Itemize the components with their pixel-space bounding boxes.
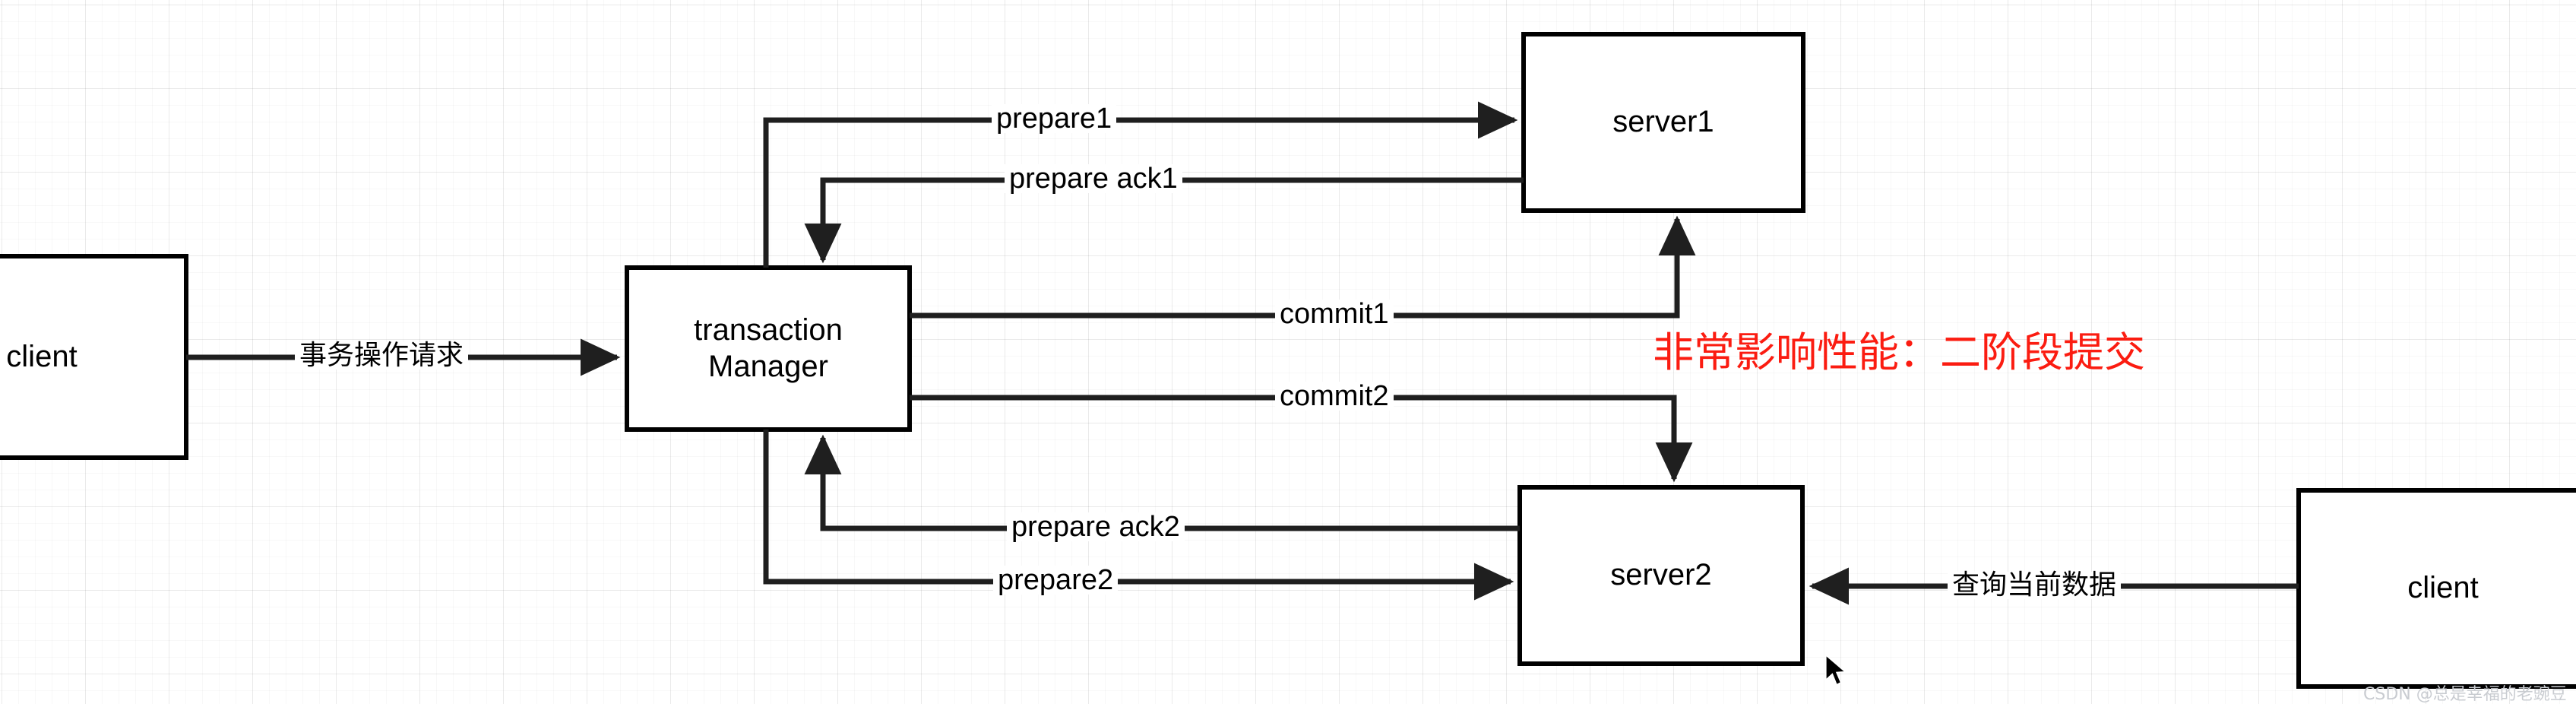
edge-label-prepare-ack1: prepare ack1 (1005, 164, 1182, 193)
edge-label-commit2: commit2 (1275, 382, 1394, 411)
edge-label-prepare-ack2: prepare ack2 (1007, 512, 1185, 541)
edge-commit1[interactable] (910, 215, 1696, 319)
edge-label-query-current-data: 查询当前数据 (1948, 572, 2122, 599)
edge-label-prepare2: prepare2 (993, 566, 1119, 595)
node-transaction-manager[interactable] (625, 265, 912, 432)
edge-prepare2[interactable] (763, 430, 1514, 601)
edge-prepare1[interactable] (763, 101, 1518, 268)
edge-prepare-ack2[interactable] (804, 434, 1520, 531)
node-server2[interactable] (1517, 485, 1805, 666)
edge-commit2[interactable] (910, 395, 1693, 483)
node-client-left[interactable] (0, 254, 188, 460)
node-server1[interactable] (1521, 32, 1805, 213)
edge-prepare-ack1[interactable] (804, 177, 1524, 264)
edge-label-transaction-request: 事务操作请求 (295, 342, 469, 369)
node-client-right[interactable] (2296, 488, 2576, 689)
edge-label-prepare1: prepare1 (992, 104, 1117, 133)
annotation-performance-note: 非常影响性能：二阶段提交 (1653, 328, 2145, 376)
edge-label-commit1: commit1 (1275, 300, 1394, 328)
watermark-csdn: CSDN @总是幸福的老豌豆 (2363, 685, 2567, 704)
